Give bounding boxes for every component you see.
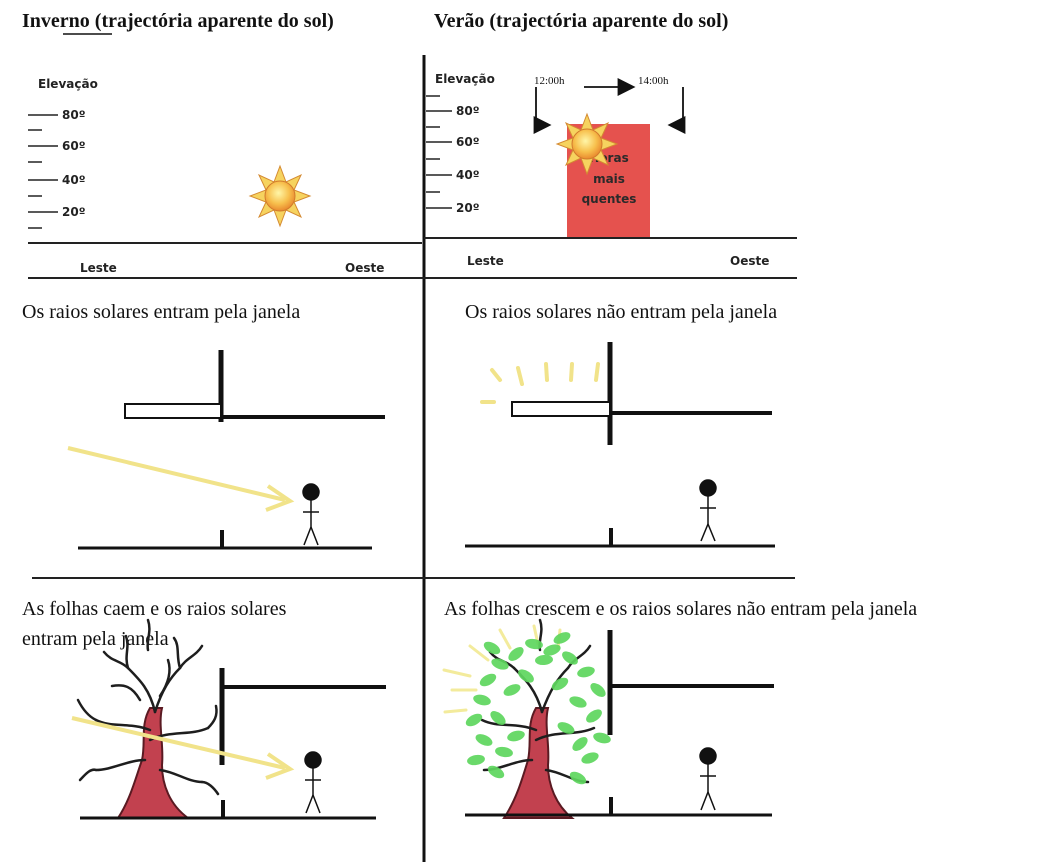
hot-hours-line-3: quentes <box>582 192 637 206</box>
summer-window-caption: Os raios solares não entram pela janela <box>465 301 777 323</box>
window-sill-icon <box>124 403 222 419</box>
time-end-label: 14:00h <box>638 75 669 87</box>
summer-tick-40: 40º <box>456 168 480 182</box>
leaves <box>465 632 611 785</box>
winter-tree-scene <box>71 618 386 820</box>
winter-tree-caption-line-2: entram pela janela <box>22 628 169 650</box>
person-icon <box>699 747 717 811</box>
winter-title: Inverno (trajectória aparente do sol) <box>22 10 334 32</box>
window-sill-icon <box>511 401 611 417</box>
sun-ray-arrowhead <box>265 752 295 780</box>
winter-tick-40: 40º <box>62 173 86 187</box>
winter-west-label: Oeste <box>345 261 384 275</box>
summer-window-scene <box>465 342 775 548</box>
winter-east-label: Leste <box>80 261 117 275</box>
person-icon <box>304 751 322 814</box>
summer-tick-20: 20º <box>456 201 480 215</box>
sun-icon <box>248 164 312 228</box>
winter-tick-80: 80º <box>62 108 86 122</box>
winter-window-scene <box>67 350 385 550</box>
winter-tick-20: 20º <box>62 205 86 219</box>
bracket-left <box>533 87 552 134</box>
blocked-rays <box>480 362 600 404</box>
elevation-label-winter: Elevação <box>38 77 98 91</box>
sun-ray-arrow <box>67 446 286 502</box>
summer-tree-caption: As folhas crescem e os raios solares não… <box>444 598 917 620</box>
summer-west-label: Oeste <box>730 254 769 268</box>
tree-icon <box>465 618 611 819</box>
winter-elevation-ticks <box>28 114 58 229</box>
sun-ray-arrowhead <box>265 484 295 512</box>
sun-ray-arrow <box>71 716 286 770</box>
hot-hours-line-2: mais <box>593 172 625 186</box>
summer-elevation-panel: Elevação 80º 60º 40º 20º Horas mais quen… <box>424 72 797 268</box>
winter-tick-60: 60º <box>62 139 86 153</box>
winter-tree-caption-line-1: As folhas caem e os raios solares <box>22 598 287 620</box>
summer-tree-scene <box>442 618 774 819</box>
person-icon <box>699 479 717 542</box>
sun-icon <box>555 112 619 176</box>
summer-tick-80: 80º <box>456 104 480 118</box>
summer-elevation-ticks <box>426 95 452 209</box>
person-icon <box>302 483 320 546</box>
elevation-label-summer: Elevação <box>435 72 495 86</box>
summer-east-label: Leste <box>467 254 504 268</box>
winter-elevation-panel: Elevação 80º 60º 40º 20º Leste Oeste <box>28 77 422 275</box>
winter-window-caption: Os raios solares entram pela janela <box>22 301 300 323</box>
summer-tick-60: 60º <box>456 135 480 149</box>
summer-title: Verão (trajectória aparente do sol) <box>434 10 728 32</box>
bracket-right <box>667 87 686 134</box>
time-start-label: 12:00h <box>534 75 565 87</box>
